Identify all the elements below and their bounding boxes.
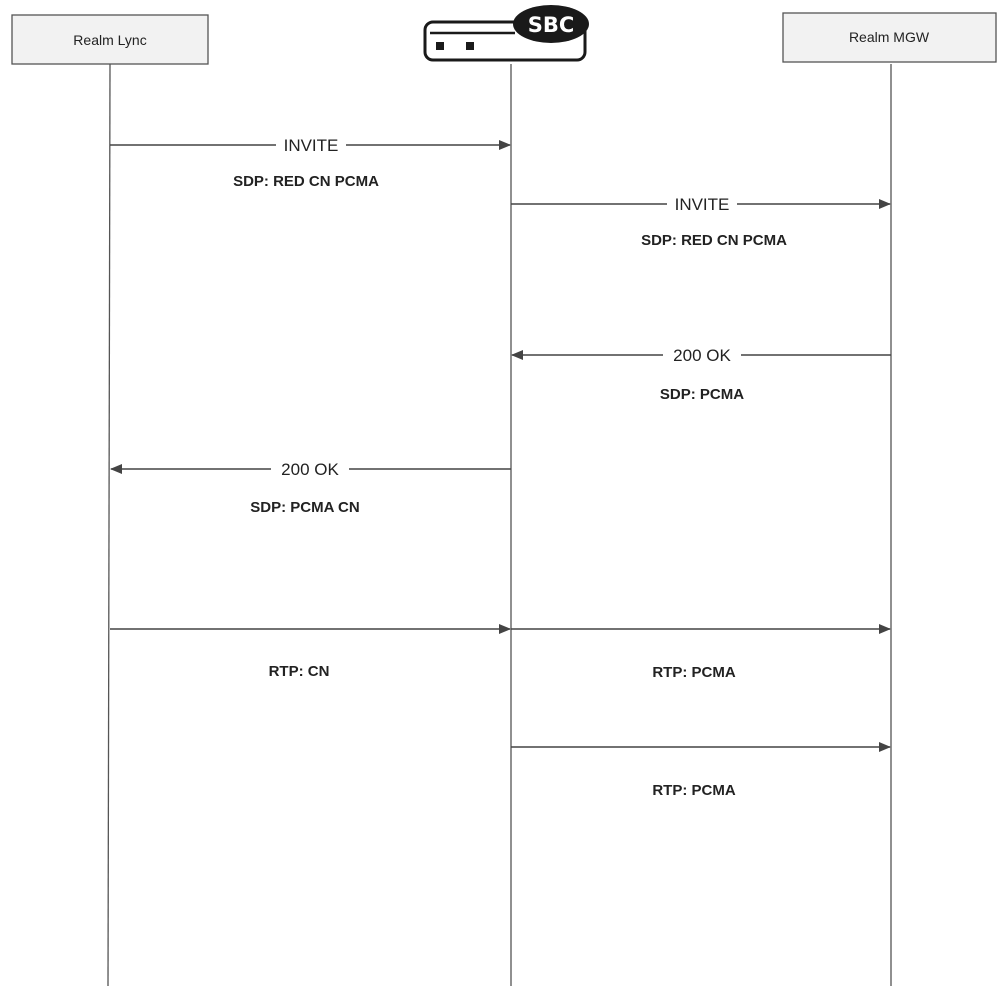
- sbc-label: SBC: [528, 13, 575, 37]
- message-invite-to-mgw: INVITE SDP: RED CN PCMA: [511, 192, 891, 249]
- message-label: INVITE: [284, 136, 339, 155]
- message-label: INVITE: [675, 195, 730, 214]
- lifeline-realm-lync: [107, 63, 111, 986]
- sdp-label: SDP: RED CN PCMA: [641, 232, 787, 249]
- message-label: 200 OK: [673, 346, 731, 365]
- rtp-label: RTP: PCMA: [652, 782, 735, 799]
- rtp-label: RTP: PCMA: [652, 664, 735, 681]
- participant-realm-lync: Realm Lync: [11, 14, 209, 65]
- sdp-label: SDP: RED CN PCMA: [233, 173, 379, 190]
- sbc-badge: [513, 5, 589, 43]
- message-invite-to-sbc: INVITE SDP: RED CN PCMA: [110, 133, 511, 190]
- participant-label-left: Realm Lync: [73, 32, 146, 48]
- sdp-label: SDP: PCMA CN: [250, 499, 359, 516]
- participant-realm-mgw: Realm MGW: [782, 12, 997, 63]
- sdp-label: SDP: PCMA: [660, 386, 744, 403]
- message-rtp-to-mgw-2: RTP: PCMA: [511, 742, 891, 799]
- message-200-ok-to-lync: 200 OK SDP: PCMA CN: [110, 457, 511, 516]
- rtp-label: RTP: CN: [269, 663, 330, 680]
- participant-label-right: Realm MGW: [849, 29, 930, 45]
- message-200-ok-to-sbc: 200 OK SDP: PCMA: [511, 343, 891, 403]
- sbc-device-icon: SBC: [423, 5, 589, 62]
- message-label: 200 OK: [281, 460, 339, 479]
- message-rtp-to-mgw: RTP: PCMA: [511, 624, 891, 681]
- message-rtp-to-sbc: RTP: CN: [110, 624, 511, 680]
